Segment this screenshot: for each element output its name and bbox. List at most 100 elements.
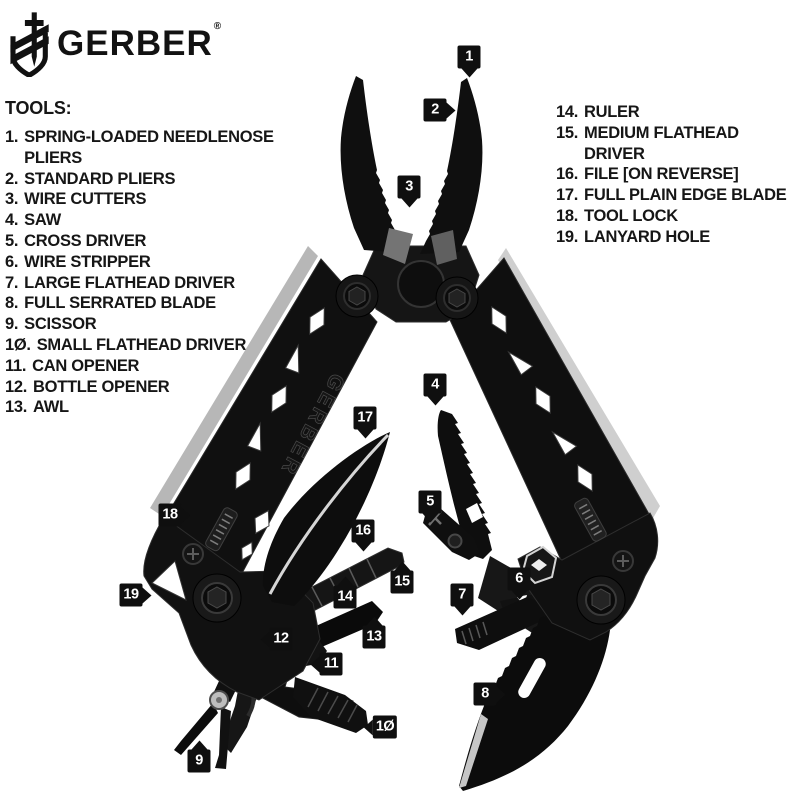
wire-cutter-facet-left: [383, 228, 413, 264]
tool-number: 6.: [5, 252, 19, 271]
tool-item: 9. SCISSOR: [5, 314, 285, 335]
tool-label: AWL: [33, 398, 69, 417]
callout-marker-9: 9: [187, 749, 211, 773]
callout-marker-3: 3: [397, 175, 421, 199]
tool-label: LANYARD HOLE: [584, 227, 711, 246]
tool-number: 4.: [5, 211, 19, 230]
tool-number: 8.: [5, 294, 19, 313]
tool-item: 12.BOTTLE OPENER: [5, 377, 285, 398]
callout-marker-19: 19: [119, 583, 143, 607]
tool-item: 17. FULL PLAIN EDGE BLADE: [556, 185, 800, 206]
tool-label: CAN OPENER: [32, 356, 140, 375]
tool-number: 5.: [5, 231, 19, 250]
tool-label: SCISSOR: [24, 315, 97, 334]
callout-marker-13: 13: [362, 625, 386, 649]
tool-item: 14. RULER: [556, 102, 800, 123]
wire-cutter-facet-right: [431, 230, 457, 265]
callout-marker-4: 4: [423, 373, 447, 397]
tool-item: 18. TOOL LOCK: [556, 206, 800, 227]
callout-marker-18: 18: [158, 503, 182, 527]
callout-marker-16: 16: [351, 519, 375, 543]
small-flathead-tool: [293, 677, 368, 733]
tool-label: BOTTLE OPENER: [33, 377, 170, 396]
tool-lock-slider: [205, 507, 238, 552]
plain-edge-blade-tool: [262, 432, 390, 606]
tool-number: 16.: [556, 165, 579, 184]
tool-item: 11. CAN OPENER: [5, 356, 285, 377]
handle-head-left: [143, 507, 321, 701]
brand-logo: GERBER®: [6, 9, 221, 77]
tool-label: FILE [ON REVERSE]: [584, 165, 739, 184]
tool-number: 18.: [556, 206, 579, 225]
tool-number: 13.: [5, 398, 28, 417]
callout-marker-17: 17: [353, 406, 377, 430]
tool-item: 1Ø. SMALL FLATHEAD DRIVER: [5, 335, 285, 356]
saw-tool: [437, 410, 492, 559]
tool-label: FULL SERRATED BLADE: [24, 294, 216, 313]
tool-label: LARGE FLATHEAD DRIVER: [24, 273, 235, 292]
tool-number: 17.: [556, 186, 579, 205]
callout-marker-11: 11: [319, 652, 343, 676]
edge-sliver-right: [498, 248, 660, 520]
tool-label: SMALL FLATHEAD DRIVER: [36, 335, 247, 354]
tool-label: SAW: [24, 211, 61, 230]
tool-number: 11.: [5, 356, 27, 375]
callout-marker-5: 5: [418, 490, 442, 514]
tool-number: 1.: [5, 128, 19, 146]
lanyard-hole: [151, 560, 187, 601]
tool-item: 2. STANDARD PLIERS: [5, 169, 285, 190]
registered-trademark: ®: [213, 21, 223, 32]
tool-number: 7.: [5, 273, 19, 292]
callout-marker-1: 1: [457, 45, 481, 69]
tool-lock-slider-right: [574, 497, 607, 542]
tool-number: 9.: [5, 315, 19, 334]
tool-label: TOOL LOCK: [584, 206, 678, 225]
large-flathead-tool: [455, 597, 550, 650]
tool-label: FULL PLAIN EDGE BLADE: [584, 186, 787, 205]
serrated-blade-tool: [459, 606, 610, 791]
tool-item: 13. AWL: [5, 397, 285, 418]
tool-item: 4. SAW: [5, 210, 285, 231]
pliers-needlenose: [340, 76, 483, 265]
tool-item: 5. CROSS DRIVER: [5, 231, 285, 252]
callout-marker-12: 12: [269, 627, 293, 651]
tool-item: 19. LANYARD HOLE: [556, 227, 800, 248]
tool-number: 19.: [556, 227, 579, 246]
tool-number: 14.: [556, 103, 579, 121]
edge-sliver-left: [150, 246, 318, 516]
brand-wordmark: GERBER®: [57, 21, 223, 63]
tool-number: 15.: [556, 123, 579, 142]
callout-marker-6: 6: [507, 567, 531, 591]
gerber-shield-sword-icon: [10, 12, 49, 77]
callout-marker-8: 8: [473, 682, 497, 706]
tool-number: 3.: [5, 190, 19, 209]
tool-label: WIRE CUTTERS: [24, 190, 147, 209]
callout-marker-15: 15: [390, 570, 414, 594]
tools-heading: TOOLS:: [5, 98, 72, 118]
handle-head-right: [517, 497, 659, 641]
tool-item: 8. FULL SERRATED BLADE: [5, 293, 285, 314]
tool-number: 2.: [5, 169, 19, 188]
pivot-bolts: [335, 274, 479, 320]
tool-item: 6. WIRE STRIPPER: [5, 252, 285, 273]
tool-item: 7. LARGE FLATHEAD DRIVER: [5, 273, 285, 294]
callout-marker-1Ø: 1Ø: [372, 715, 398, 739]
tool-number: 1Ø.: [5, 335, 31, 354]
tool-item: 16. FILE [ON REVERSE]: [556, 164, 800, 185]
tool-label: RULER: [584, 103, 640, 121]
tool-label: CROSS DRIVER: [24, 231, 147, 250]
tool-label: STANDARD PLIERS: [24, 169, 176, 188]
callout-marker-7: 7: [450, 583, 474, 607]
tool-item: 3. WIRE CUTTERS: [5, 189, 285, 210]
tool-label: WIRE STRIPPER: [24, 252, 151, 271]
